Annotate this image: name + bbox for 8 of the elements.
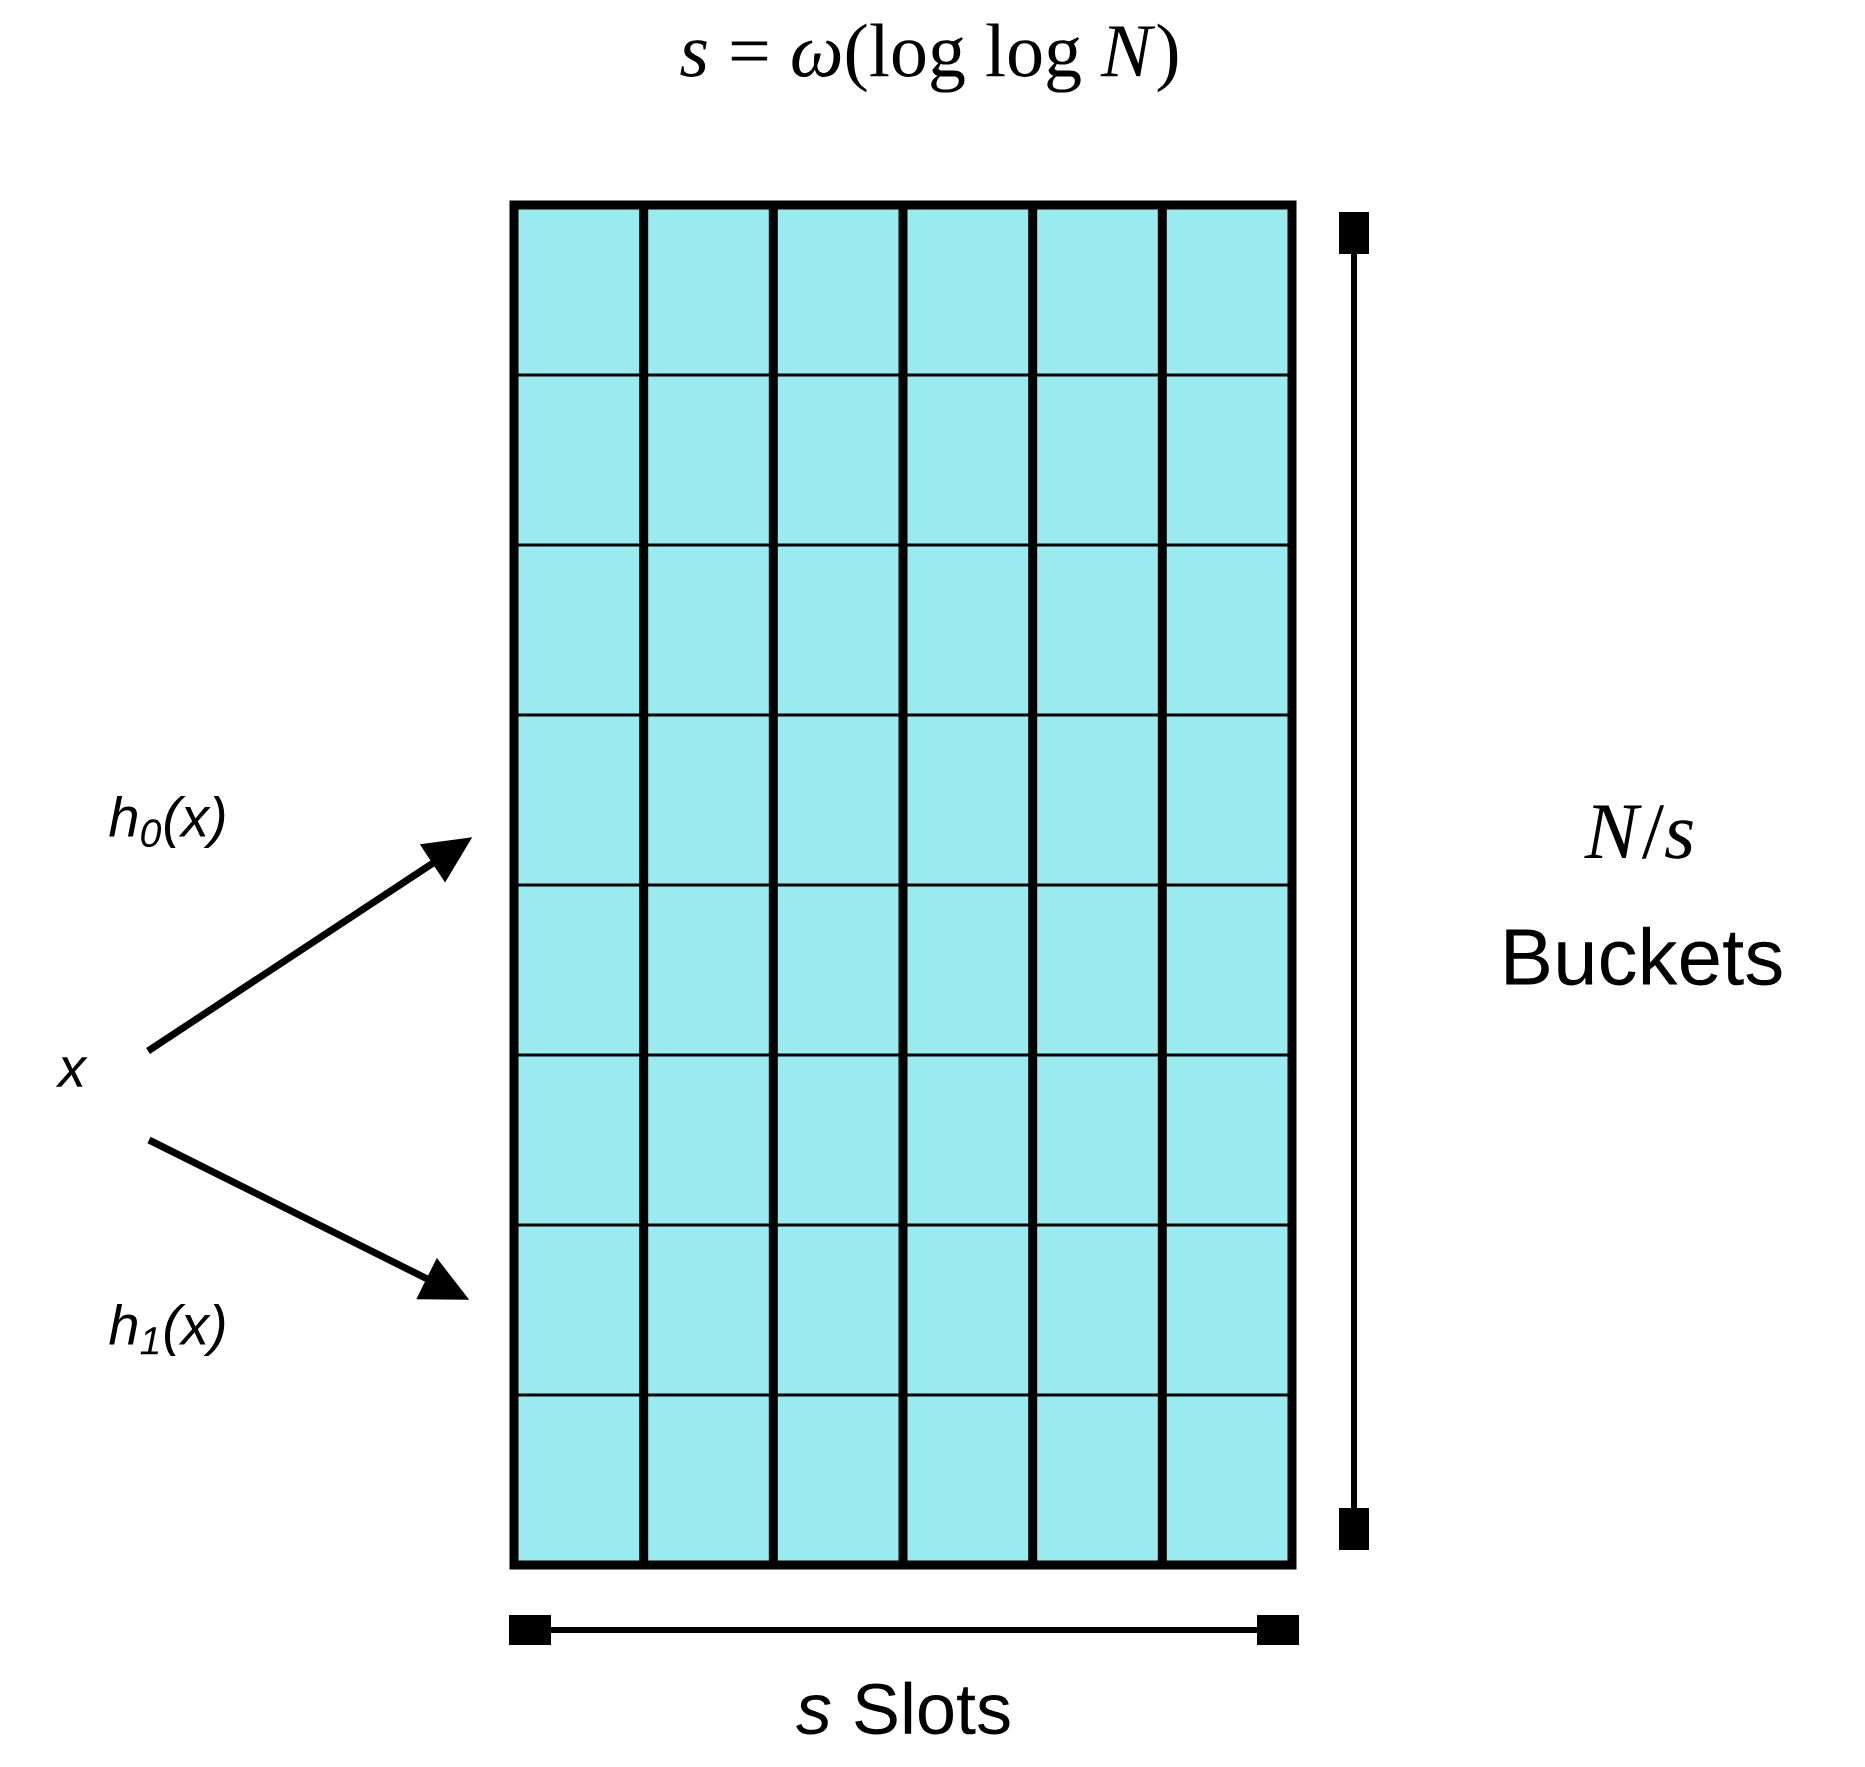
title: s = ω(log log N) bbox=[680, 23, 1178, 93]
dimension-label: s Slots bbox=[796, 1681, 1010, 1735]
edge-label: h$_{1}$(x) bbox=[109, 1303, 225, 1357]
dimension-label: Buckets bbox=[1506, 926, 1782, 986]
edge-label: h$_{0}$(x) bbox=[109, 795, 225, 849]
variable-label: x bbox=[55, 1057, 88, 1087]
bucket-grid bbox=[509, 200, 1297, 1570]
dimension-label: N/s bbox=[1584, 805, 1693, 859]
